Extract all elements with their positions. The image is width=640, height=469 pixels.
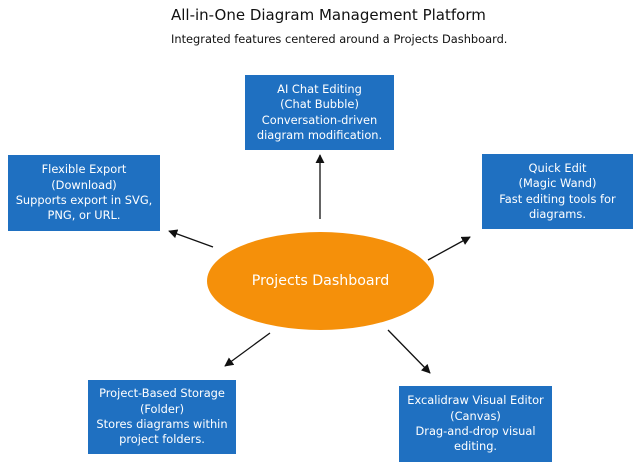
feature-description: Conversation-driven (261, 112, 378, 127)
feature-description: editing. (453, 439, 498, 454)
arrow-to-excalidraw-visual-editor (387, 329, 431, 374)
feature-icon-label: (Magic Wand) (518, 176, 597, 191)
feature-title: Project-Based Storage (99, 386, 225, 401)
projects-dashboard-node: Projects Dashboard (207, 232, 434, 330)
arrow-to-quick-edit (427, 236, 471, 261)
arrow-to-project-based-storage (224, 332, 271, 367)
feature-box-quick-edit: Quick Edit (Magic Wand) Fast editing too… (482, 154, 633, 229)
arrow-to-flexible-export (168, 229, 214, 248)
feature-description: diagram modification. (256, 127, 383, 142)
feature-icon-label: (Download) (51, 177, 117, 192)
feature-title: Excalidraw Visual Editor (407, 393, 544, 408)
feature-icon-label: (Folder) (139, 401, 185, 416)
feature-icon-label: (Chat Bubble) (280, 97, 359, 112)
diagram-title: All-in-One Diagram Management Platform (171, 6, 486, 24)
feature-title: AI Chat Editing (277, 81, 362, 96)
feature-box-project-based-storage: Project-Based Storage (Folder) Stores di… (88, 380, 236, 454)
feature-description: PNG, or URL. (47, 208, 121, 223)
diagram-subtitle: Integrated features centered around a Pr… (171, 32, 508, 46)
feature-title: Quick Edit (528, 160, 587, 175)
feature-description: Fast editing tools for (499, 191, 616, 206)
feature-box-flexible-export: Flexible Export (Download) Supports expo… (8, 155, 160, 231)
feature-box-ai-chat-editing: AI Chat Editing (Chat Bubble) Conversati… (245, 75, 394, 150)
feature-description: Stores diagrams within (96, 417, 228, 431)
feature-icon-label: (Canvas) (450, 408, 501, 423)
feature-description: diagrams. (529, 206, 586, 221)
feature-description: project folders. (119, 432, 205, 447)
feature-description: Drag-and-drop visual (415, 424, 536, 438)
feature-title: Flexible Export (41, 162, 127, 177)
feature-description: Supports export in SVG, (15, 193, 153, 207)
feature-box-excalidraw-visual-editor: Excalidraw Visual Editor (Canvas) Drag-a… (399, 386, 552, 462)
